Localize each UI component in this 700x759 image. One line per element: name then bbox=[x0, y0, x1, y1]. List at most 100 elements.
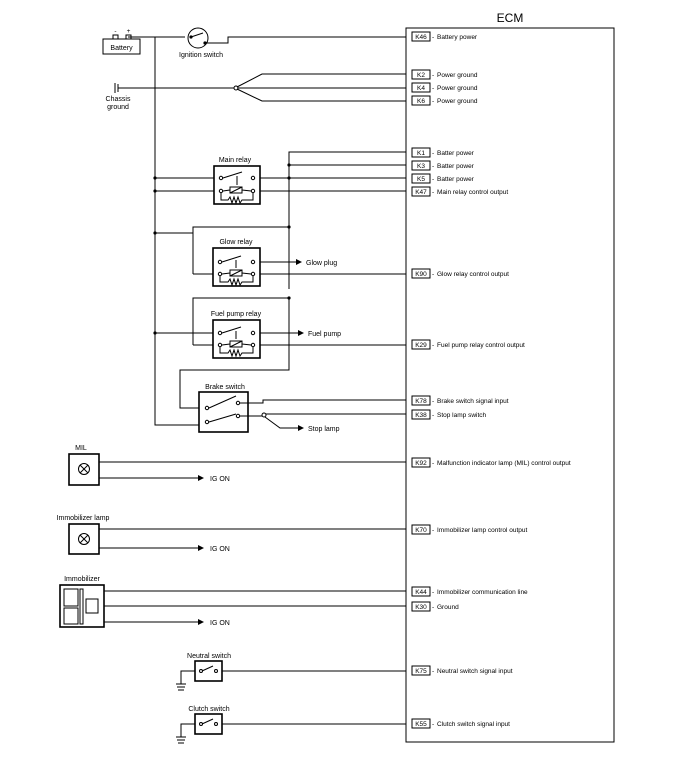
pin-label: Neutral switch signal input bbox=[437, 668, 513, 675]
fuel-pump-relay: Fuel pump relay bbox=[211, 311, 262, 359]
pin-dash: - bbox=[432, 271, 434, 278]
ecm-pin-list: K46-Battery power K2-Power ground K4-Pow… bbox=[411, 31, 571, 729]
lamp-cross bbox=[79, 534, 89, 544]
neutral-ground-wire bbox=[180, 670, 195, 684]
pin-k46: K46-Battery power bbox=[411, 31, 478, 42]
battery-minus-label: - bbox=[114, 28, 116, 35]
pin-k29: K29-Fuel pump relay control output bbox=[411, 339, 525, 350]
pin-label: Stop lamp switch bbox=[437, 412, 487, 419]
pin-label: Main relay control output bbox=[437, 189, 508, 196]
stop-lamp-label: Stop lamp bbox=[308, 426, 340, 433]
pin-code: K90 bbox=[415, 271, 427, 278]
pin-dash: - bbox=[432, 98, 434, 105]
ig-on-arrow-icon bbox=[198, 545, 204, 551]
battery-plus-label: + bbox=[127, 28, 131, 35]
pin-code: K30 bbox=[415, 604, 427, 611]
immobilizer-divider bbox=[79, 588, 84, 625]
pin-dash: - bbox=[432, 72, 434, 79]
immobilizer-cell bbox=[63, 607, 79, 625]
pin-code: K6 bbox=[417, 98, 425, 105]
ecm-box bbox=[405, 27, 615, 743]
stop-lamp-wire bbox=[264, 416, 298, 429]
pin-code: K78 bbox=[415, 398, 427, 405]
pin-label: Battery power bbox=[437, 34, 478, 41]
pin-label: Power ground bbox=[437, 98, 478, 105]
pin-label: Batter power bbox=[437, 176, 475, 183]
pin-box bbox=[411, 718, 431, 729]
relay-switch-arm bbox=[221, 255, 242, 263]
relay-contact bbox=[217, 271, 223, 277]
pin-k6: K6-Power ground bbox=[411, 95, 478, 106]
k1-wire bbox=[288, 151, 406, 289]
glow-plug-label: Glow plug bbox=[306, 260, 337, 267]
pin-k1: K1-Batter power bbox=[411, 147, 475, 158]
immobilizer: Immobilizer bbox=[59, 576, 105, 628]
pin-dash: - bbox=[432, 150, 434, 157]
chassis-ground-label-1: Chassis bbox=[106, 96, 131, 103]
relay-coil-mark bbox=[229, 186, 243, 194]
switch-contact bbox=[214, 722, 218, 726]
pin-code: K55 bbox=[415, 721, 427, 728]
stop-lamp-splice bbox=[261, 412, 267, 418]
pin-k2: K2-Power ground bbox=[411, 69, 478, 80]
pin-box bbox=[411, 524, 431, 535]
relay-contact bbox=[250, 175, 256, 181]
pin-code: K47 bbox=[415, 189, 427, 196]
relay-contact bbox=[250, 259, 256, 265]
pin-dash: - bbox=[432, 604, 434, 611]
pin-k5: K5-Batter power bbox=[411, 173, 475, 184]
pin-label: Immobilizer lamp control output bbox=[437, 527, 528, 534]
pin-label: Clutch switch signal input bbox=[437, 721, 510, 728]
pin-dash: - bbox=[432, 589, 434, 596]
pin-dash: - bbox=[432, 460, 434, 467]
pin-label: Ground bbox=[437, 604, 459, 611]
switch-contact bbox=[214, 669, 218, 673]
neutral-switch: Neutral switch bbox=[187, 653, 231, 682]
pin-label: Malfunction indicator lamp (MIL) control… bbox=[437, 460, 571, 467]
ignition-lever bbox=[190, 32, 204, 38]
relay-resistor bbox=[219, 343, 254, 358]
main-relay: Main relay bbox=[213, 157, 261, 205]
ignition-switch-label: Ignition switch bbox=[179, 52, 223, 59]
pin-k3: K3-Batter power bbox=[411, 160, 475, 171]
switch-contact bbox=[235, 400, 241, 406]
fuel-pump-relay-box bbox=[212, 319, 261, 359]
immobilizer-lamp-label: Immobilizer lamp bbox=[57, 515, 110, 522]
pin-box bbox=[411, 339, 431, 350]
switch-contact bbox=[204, 405, 210, 411]
pin-dash: - bbox=[432, 412, 434, 419]
neutral-switch-label: Neutral switch bbox=[187, 653, 231, 660]
pin-code: K1 bbox=[417, 150, 425, 157]
switch-arm bbox=[208, 413, 237, 423]
mil: MIL bbox=[68, 445, 100, 486]
relay-contact bbox=[218, 188, 224, 194]
pin-box bbox=[411, 82, 431, 93]
pin-k38: K38-Stop lamp switch bbox=[411, 409, 487, 420]
immobilizer-module bbox=[85, 598, 99, 614]
pin-label: Power ground bbox=[437, 85, 478, 92]
pin-box bbox=[411, 601, 431, 612]
relay-switch-arm bbox=[221, 326, 242, 334]
glow-relay-label: Glow relay bbox=[219, 239, 253, 246]
pin-code: K75 bbox=[415, 668, 427, 675]
pin-box bbox=[411, 409, 431, 420]
ig-on-arrow-icon bbox=[198, 475, 204, 481]
pin-label: Brake switch signal input bbox=[437, 398, 509, 405]
ig-on-label: IG ON bbox=[210, 476, 230, 483]
switch-arm bbox=[208, 395, 237, 409]
pin-k47: K47-Main relay control output bbox=[411, 186, 508, 197]
glow-plug-arrow-icon bbox=[296, 259, 302, 265]
pin-box bbox=[411, 69, 431, 80]
lamp-cross bbox=[79, 464, 89, 474]
pin-box bbox=[411, 160, 431, 171]
relay-contact bbox=[250, 271, 256, 277]
pin-code: K3 bbox=[417, 163, 425, 170]
brake-switch: Brake switch bbox=[198, 384, 249, 433]
ig-on-label: IG ON bbox=[210, 620, 230, 627]
ground-icon bbox=[176, 736, 186, 744]
mil-label: MIL bbox=[75, 445, 87, 452]
pin-box bbox=[411, 457, 431, 468]
ignition-switch: Ignition switch bbox=[179, 27, 223, 59]
relay-contact bbox=[250, 188, 256, 194]
